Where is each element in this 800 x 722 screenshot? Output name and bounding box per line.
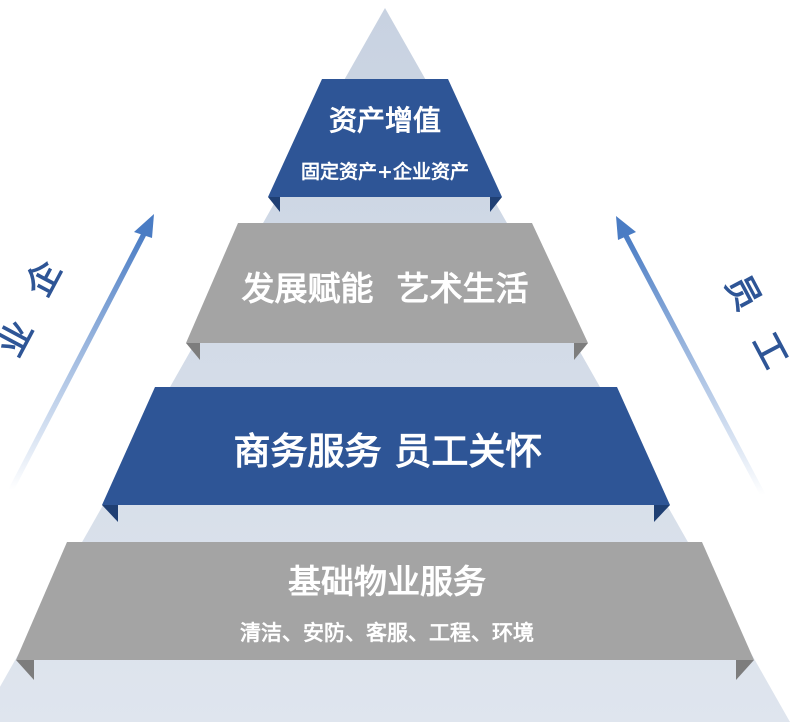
left-arrow-head-icon: [134, 214, 154, 238]
tier-empowerment-title: 发展赋能 艺术生活: [242, 269, 529, 308]
left-label-char-1: 企: [19, 254, 71, 304]
tier-asset-value-band: [268, 79, 502, 197]
right-up-arrow: [616, 216, 766, 495]
tier-basic-property: 基础物业服务 清洁、安防、客服、工程、环境: [16, 542, 754, 680]
tier-basic-property-title: 基础物业服务: [288, 562, 486, 601]
tier-asset-value-title: 资产增值: [329, 104, 441, 137]
right-arrow-head-icon: [616, 216, 636, 240]
tier-basic-property-subtitle: 清洁、安防、客服、工程、环境: [240, 621, 534, 645]
tier-business-service-band: [102, 387, 670, 505]
tier-business-service: 商务服务 员工关怀: [102, 387, 670, 522]
tier-basic-property-band: [16, 542, 754, 660]
left-label-char-2: 业: [0, 314, 42, 363]
tier-empowerment-band: [186, 223, 588, 343]
tier-empowerment: 发展赋能 艺术生活: [186, 223, 588, 360]
left-up-arrow: [8, 214, 154, 490]
tier-asset-value: 资产增值 固定资产+企业资产: [268, 79, 502, 212]
tier-asset-value-subtitle: 固定资产+企业资产: [301, 160, 469, 183]
right-label-char-1: 员: [717, 268, 768, 317]
tier-business-service-title: 商务服务 员工关怀: [234, 430, 543, 473]
right-label-char-2: 工: [744, 326, 795, 375]
